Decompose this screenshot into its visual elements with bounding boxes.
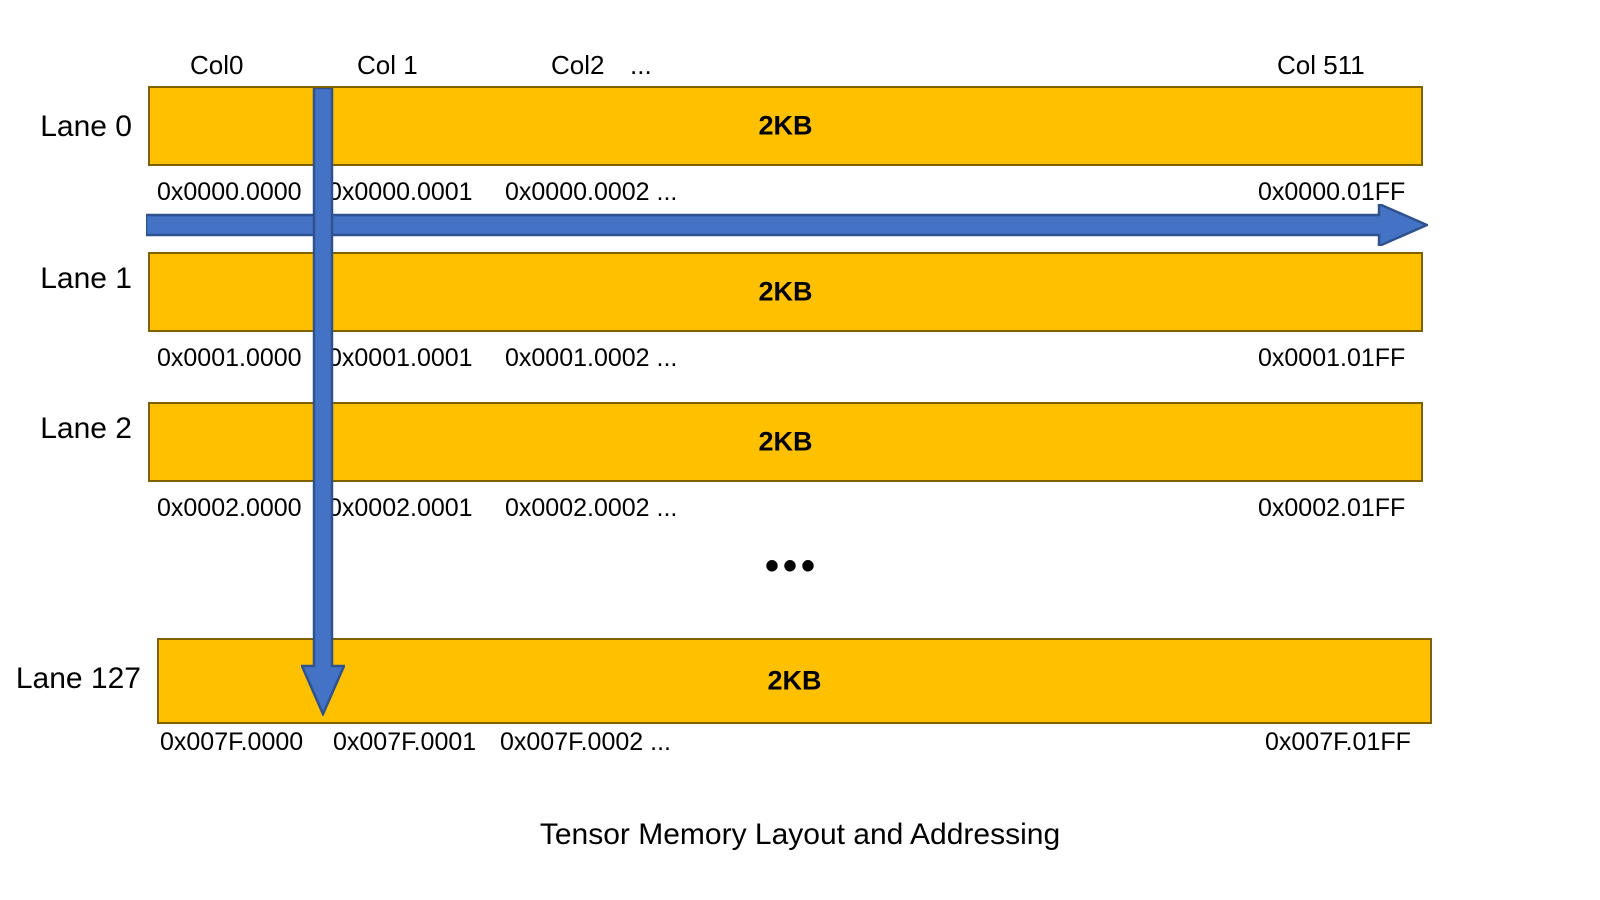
column-header-col2: Col2	[551, 50, 605, 80]
address-cell: 0x0001.0000	[157, 344, 302, 372]
figure-caption: Tensor Memory Layout and Addressing	[539, 818, 1061, 851]
omitted-lanes-ellipsis: •••	[765, 544, 820, 588]
column-header-col1: Col 1	[357, 50, 418, 80]
memory-bar-lane-1: 2KB	[148, 252, 1423, 332]
address-cell-last: 0x0001.01FF	[1258, 344, 1406, 372]
address-cell: 0x0001.0001	[328, 344, 473, 372]
memory-bar-lane-2: 2KB	[148, 402, 1423, 482]
memory-bar-size-label-lane-127: 2KB	[767, 665, 822, 696]
column-scan-arrow-vertical	[300, 86, 346, 718]
address-row-lane-127: 0x007F.0000 0x007F.0001 0x007F.0002 ... …	[0, 730, 1600, 756]
lane-label-lane-2: Lane 2	[40, 412, 132, 445]
address-cell: 0x0002.0000	[157, 494, 302, 522]
memory-bar-lane-0: 2KB	[148, 86, 1423, 166]
column-header-col0: Col0	[190, 50, 244, 80]
address-row-lane-0: 0x0000.0000 0x0000.0001 0x0000.0002 ... …	[0, 180, 1600, 206]
address-cell: 0x0000.0002 ...	[505, 178, 678, 206]
address-cell: 0x0000.0001	[328, 178, 473, 206]
address-row-lane-2: 0x0002.0000 0x0002.0001 0x0002.0002 ... …	[0, 496, 1600, 522]
column-header-ellipsis: ...	[630, 50, 652, 80]
lane-scan-arrow-horizontal	[144, 202, 1431, 248]
memory-bar-size-label-lane-1: 2KB	[758, 276, 813, 307]
memory-bar-lane-127: 2KB	[157, 638, 1432, 724]
lane-label-lane-127: Lane 127	[15, 662, 141, 695]
lane-label-lane-1: Lane 1	[40, 262, 132, 295]
address-row-lane-1: 0x0001.0000 0x0001.0001 0x0001.0002 ... …	[0, 346, 1600, 372]
address-cell: 0x0001.0002 ...	[505, 344, 678, 372]
address-cell-last: 0x0002.01FF	[1258, 494, 1406, 522]
address-cell: 0x0002.0002 ...	[505, 494, 678, 522]
address-cell-last: 0x007F.01FF	[1265, 728, 1411, 756]
memory-bar-size-label-lane-0: 2KB	[758, 110, 813, 141]
address-cell: 0x0000.0000	[157, 178, 302, 206]
address-cell: 0x007F.0000	[160, 728, 304, 756]
lane-label-lane-0: Lane 0	[40, 110, 132, 143]
address-cell: 0x007F.0001	[333, 728, 477, 756]
address-cell: 0x007F.0002 ...	[500, 728, 671, 756]
address-cell-last: 0x0000.01FF	[1258, 178, 1406, 206]
memory-bar-size-label-lane-2: 2KB	[758, 426, 813, 457]
address-cell: 0x0002.0001	[328, 494, 473, 522]
column-header-col511: Col 511	[1277, 50, 1365, 80]
